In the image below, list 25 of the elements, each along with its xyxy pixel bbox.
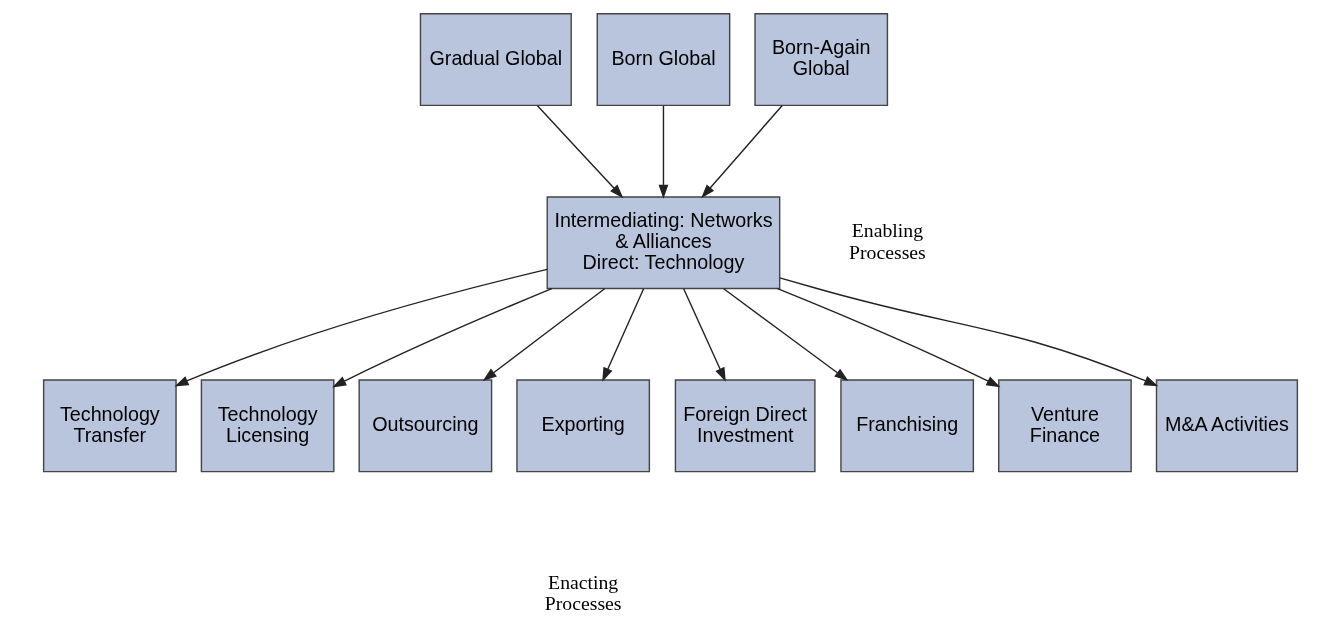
node-box: Technology Licensing	[200, 379, 335, 473]
arrow	[601, 288, 644, 382]
node-box: Outsourcing	[357, 379, 492, 473]
arrow	[700, 104, 783, 199]
node-box: Intermediating: Networks & Alliances Direct: Technology	[546, 196, 780, 290]
arrow	[174, 268, 548, 387]
node-box: M&A Activities	[1155, 379, 1298, 473]
arrow	[658, 104, 668, 199]
arrow	[536, 104, 623, 199]
node-box: Born Global	[596, 13, 730, 107]
arrow	[778, 277, 1158, 387]
arrow	[776, 287, 1000, 388]
arrow	[331, 287, 552, 388]
node-box: Gradual Global	[419, 13, 572, 107]
node-box: Exporting	[515, 379, 650, 473]
arrow	[682, 288, 726, 382]
arrow	[482, 288, 605, 382]
arrow	[722, 288, 848, 382]
label: Enacting Processes	[544, 570, 621, 614]
node-box: Foreign Direct Investment	[674, 379, 816, 473]
node-box: Technology Transfer	[42, 379, 177, 473]
node-box: Born-Again Global	[753, 13, 888, 107]
node-box: Franchising	[839, 379, 974, 473]
node-box: Venture Finance	[997, 379, 1132, 473]
node-label: Enabling Processes	[848, 219, 926, 263]
